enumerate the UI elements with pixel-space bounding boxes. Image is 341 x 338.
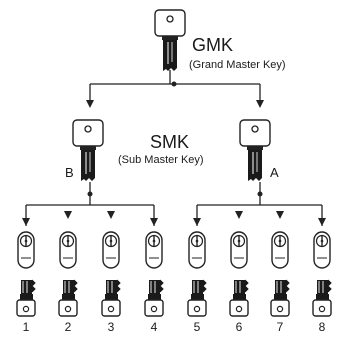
smk-a-connector <box>196 182 323 226</box>
door-key-icon <box>144 279 164 317</box>
gmk-connector <box>89 70 261 106</box>
door-number-3: 3 <box>107 320 115 334</box>
arrow-to-lock-5 <box>193 218 201 226</box>
smk-title: SMK <box>150 132 190 152</box>
door-key-icon <box>187 279 207 317</box>
door-key-icon <box>58 279 78 317</box>
door-key-icon <box>229 279 249 317</box>
door-number-1: 1 <box>22 320 30 334</box>
smk-subtitle: (Sub Master Key) <box>118 154 204 166</box>
arrow-to-smk-b <box>86 100 94 108</box>
arrow-to-lock-8 <box>318 218 326 226</box>
smk-a-junction-dot <box>257 191 263 197</box>
smk-b-key-icon <box>72 119 104 182</box>
door-key-icon <box>101 279 121 317</box>
smk-b-junction-dot <box>87 191 93 197</box>
door-key-icon <box>270 279 290 317</box>
arrow-to-lock-4 <box>150 218 158 226</box>
smk-a-label: A <box>270 165 279 180</box>
arrow-to-lock-6 <box>235 211 243 219</box>
gmk-title: GMK <box>192 35 234 55</box>
arrow-to-lock-1 <box>22 218 30 226</box>
smk-b-label: B <box>65 165 74 180</box>
door-key-icon <box>312 279 332 317</box>
door-number-6: 6 <box>235 320 243 334</box>
lock-cylinder-icon <box>230 231 248 269</box>
door-key-icon <box>16 279 36 317</box>
lock-cylinder-icon <box>188 231 206 269</box>
lock-cylinder-icon <box>59 231 77 269</box>
door-number-7: 7 <box>276 320 284 334</box>
door-number-8: 8 <box>318 320 326 334</box>
arrow-to-lock-7 <box>276 211 284 219</box>
arrow-to-lock-3 <box>107 211 115 219</box>
arrow-to-lock-2 <box>64 211 72 219</box>
lock-cylinder-icon <box>17 231 35 269</box>
door-number-2: 2 <box>64 320 72 334</box>
door-number-4: 4 <box>150 320 158 334</box>
lock-cylinder-icon <box>145 231 163 269</box>
lock-cylinder-icon <box>313 231 331 269</box>
door-number-5: 5 <box>193 320 201 334</box>
smk-b-connector <box>25 182 155 226</box>
smk-a-key-icon <box>239 119 271 182</box>
arrow-to-smk-a <box>256 100 264 108</box>
lock-cylinder-icon <box>102 231 120 269</box>
gmk-subtitle: (Grand Master Key) <box>189 59 286 71</box>
lock-cylinder-icon <box>271 231 289 269</box>
gmk-junction-dot <box>171 81 177 87</box>
gmk-key-icon <box>154 9 186 72</box>
